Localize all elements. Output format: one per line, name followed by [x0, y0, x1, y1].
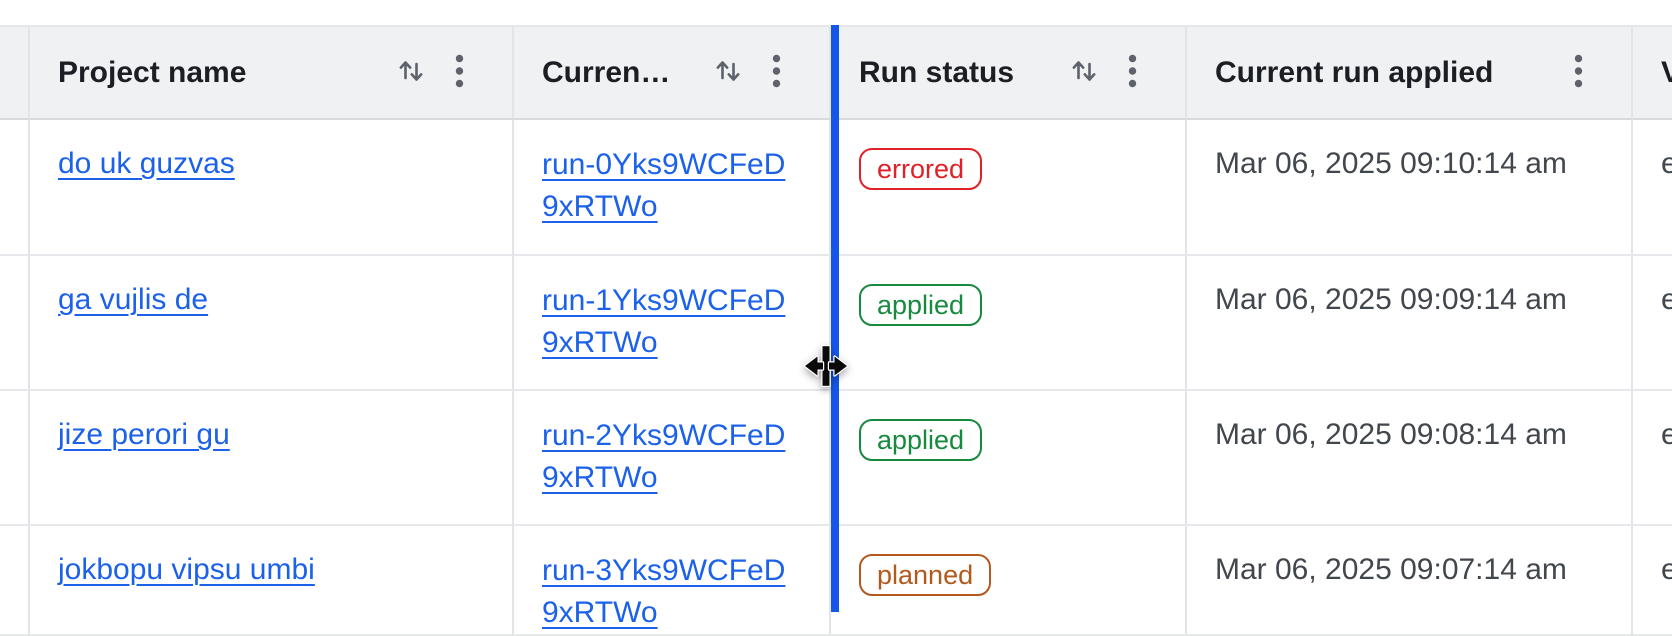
sort-button-current-run[interactable]: [714, 57, 742, 88]
status-badge: applied: [859, 419, 983, 461]
status-badge: planned: [859, 554, 992, 596]
applied-cell: Mar 06, 2025 09:07:14 am: [1187, 526, 1633, 636]
project-link[interactable]: jize perori gu: [58, 418, 230, 451]
col-label-current-run: Curren…: [542, 55, 671, 89]
run-cell: run-3Yks9WCFeD9xRTWo: [514, 526, 831, 636]
col-header-run-status: Run status: [831, 27, 1187, 120]
run-link[interactable]: run-1Yks9WCFeD9xRTWo: [542, 284, 786, 359]
clipped-left-cell: [0, 391, 30, 526]
project-cell: do uk guzvas: [30, 120, 514, 256]
project-cell: jize perori gu: [30, 391, 514, 526]
sort-icon: [1070, 57, 1098, 88]
status-cell: applied: [831, 256, 1187, 391]
column-menu-button-current-run-applied[interactable]: [1574, 54, 1583, 91]
clipped-right-cell: e: [1633, 391, 1672, 526]
project-cell: ga vujlis de: [30, 256, 514, 391]
applied-cell: Mar 06, 2025 09:10:14 am: [1187, 120, 1633, 256]
applied-timestamp: Mar 06, 2025 09:10:14 am: [1215, 147, 1567, 180]
col-label-run-status: Run status: [859, 55, 1015, 89]
clipped-right-cell: e: [1633, 526, 1672, 636]
table-row: jize perori gu run-2Yks9WCFeD9xRTWo appl…: [0, 391, 1672, 526]
col-header-clipped-right: V: [1633, 27, 1672, 120]
clipped-left-column-header: [0, 27, 30, 120]
status-cell: planned: [831, 526, 1187, 636]
column-menu-button-run-status[interactable]: [1128, 54, 1137, 91]
status-cell: errored: [831, 120, 1187, 256]
status-badge: errored: [859, 148, 983, 190]
clipped-left-cell: [0, 120, 30, 256]
status-cell: applied: [831, 391, 1187, 526]
applied-cell: Mar 06, 2025 09:08:14 am: [1187, 391, 1633, 526]
col-resize-cursor-icon: [803, 345, 849, 392]
sort-button-run-status[interactable]: [1070, 57, 1098, 88]
column-menu-button-project-name[interactable]: [455, 54, 464, 91]
col-resize-indicator[interactable]: [831, 25, 839, 612]
clipped-left-cell: [0, 526, 30, 636]
sort-icon: [397, 57, 425, 88]
sort-button-project-name[interactable]: [397, 57, 425, 88]
sort-icon: [714, 57, 742, 88]
col-header-current-run: Curren…: [514, 27, 831, 120]
run-cell: run-0Yks9WCFeD9xRTWo: [514, 120, 831, 256]
kebab-icon: [772, 54, 781, 91]
kebab-icon: [455, 54, 464, 91]
table-row: do uk guzvas run-0Yks9WCFeD9xRTWo errore…: [0, 120, 1672, 256]
col-label-clipped-right: V: [1661, 56, 1672, 90]
project-link[interactable]: jokbopu vipsu umbi: [58, 553, 315, 586]
table-row: ga vujlis de run-1Yks9WCFeD9xRTWo applie…: [0, 256, 1672, 391]
run-link[interactable]: run-0Yks9WCFeD9xRTWo: [542, 148, 786, 223]
clipped-right-cell: e: [1633, 120, 1672, 256]
applied-cell: Mar 06, 2025 09:09:14 am: [1187, 256, 1633, 391]
clipped-right-value: e: [1661, 283, 1672, 316]
clipped-right-value: e: [1661, 553, 1672, 586]
project-link[interactable]: do uk guzvas: [58, 147, 235, 180]
clipped-right-value: e: [1661, 418, 1672, 451]
project-link[interactable]: ga vujlis de: [58, 283, 209, 316]
col-header-current-run-applied: Current run applied: [1187, 27, 1633, 120]
applied-timestamp: Mar 06, 2025 09:08:14 am: [1215, 418, 1567, 451]
clipped-right-value: e: [1661, 147, 1672, 180]
clipped-right-cell: e: [1633, 256, 1672, 391]
project-cell: jokbopu vipsu umbi: [30, 526, 514, 636]
applied-timestamp: Mar 06, 2025 09:09:14 am: [1215, 283, 1567, 316]
applied-timestamp: Mar 06, 2025 09:07:14 am: [1215, 553, 1567, 586]
run-link[interactable]: run-3Yks9WCFeD9xRTWo: [542, 554, 786, 629]
column-menu-button-current-run[interactable]: [772, 54, 781, 91]
run-link[interactable]: run-2Yks9WCFeD9xRTWo: [542, 419, 786, 494]
run-cell: run-2Yks9WCFeD9xRTWo: [514, 391, 831, 526]
status-badge: applied: [859, 284, 983, 326]
col-header-project-name: Project name: [30, 27, 514, 120]
col-label-project-name: Project name: [58, 55, 247, 89]
run-cell: run-1Yks9WCFeD9xRTWo: [514, 256, 831, 391]
kebab-icon: [1128, 54, 1137, 91]
kebab-icon: [1574, 54, 1583, 91]
col-label-current-run-applied: Current run applied: [1215, 55, 1494, 89]
clipped-left-cell: [0, 256, 30, 391]
